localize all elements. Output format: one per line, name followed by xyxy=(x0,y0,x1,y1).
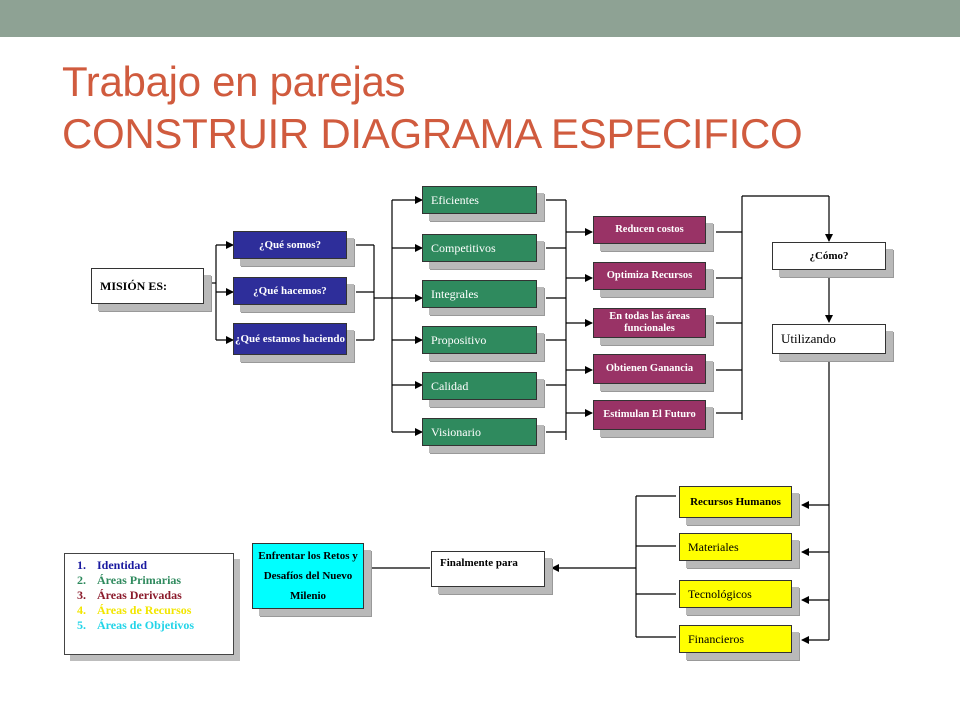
utilizando-box: Utilizando xyxy=(772,324,886,354)
resource-recursos-humanos: Recursos Humanos xyxy=(679,486,792,518)
question-que-estamos-haciendo: ¿Qué estamos haciendo xyxy=(233,323,347,355)
legend-item-3: 3.Áreas Derivadas xyxy=(77,588,182,602)
quality-propositivo: Propositivo xyxy=(422,326,537,354)
question-que-somos: ¿Qué somos? xyxy=(233,231,347,259)
quality-integrales: Integrales xyxy=(422,280,537,308)
outcome-estimulan-futuro: Estimulan El Futuro xyxy=(593,400,706,430)
como-box: ¿Cómo? xyxy=(772,242,886,270)
slide-subtitle: CONSTRUIR DIAGRAMA ESPECIFICO xyxy=(62,110,803,157)
quality-competitivos: Competitivos xyxy=(422,234,537,262)
finalmente-box: Finalmente para xyxy=(431,551,545,587)
legend-item-1: 1.Identidad xyxy=(77,558,148,572)
quality-eficientes: Eficientes xyxy=(422,186,537,214)
outcome-obtienen-ganancia: Obtienen Ganancia xyxy=(593,354,706,384)
outcome-todas-areas: En todas las áreas funcionales xyxy=(593,308,706,338)
legend-item-4: 4.Áreas de Recursos xyxy=(77,603,192,617)
resource-materiales: Materiales xyxy=(679,533,792,561)
legend-item-5: 5.Áreas de Objetivos xyxy=(77,618,195,632)
outcome-optimiza-recursos: Optimiza Recursos xyxy=(593,262,706,290)
quality-calidad: Calidad xyxy=(422,372,537,400)
mision-box: MISIÓN ES: xyxy=(91,268,204,304)
resource-financieros: Financieros xyxy=(679,625,792,653)
outcome-reducen-costos: Reducen costos xyxy=(593,216,706,244)
enfrentar-box: Enfrentar los Retos y Desafíos del Nuevo… xyxy=(252,543,364,609)
question-que-hacemos: ¿Qué hacemos? xyxy=(233,277,347,305)
legend: 1.Identidad 2.Áreas Primarias 3.Áreas De… xyxy=(64,553,234,655)
legend-item-2: 2.Áreas Primarias xyxy=(77,573,182,587)
slide-title: Trabajo en parejas xyxy=(62,58,406,105)
quality-visionario: Visionario xyxy=(422,418,537,446)
resource-tecnologicos: Tecnológicos xyxy=(679,580,792,608)
top-accent-bar xyxy=(0,0,960,37)
